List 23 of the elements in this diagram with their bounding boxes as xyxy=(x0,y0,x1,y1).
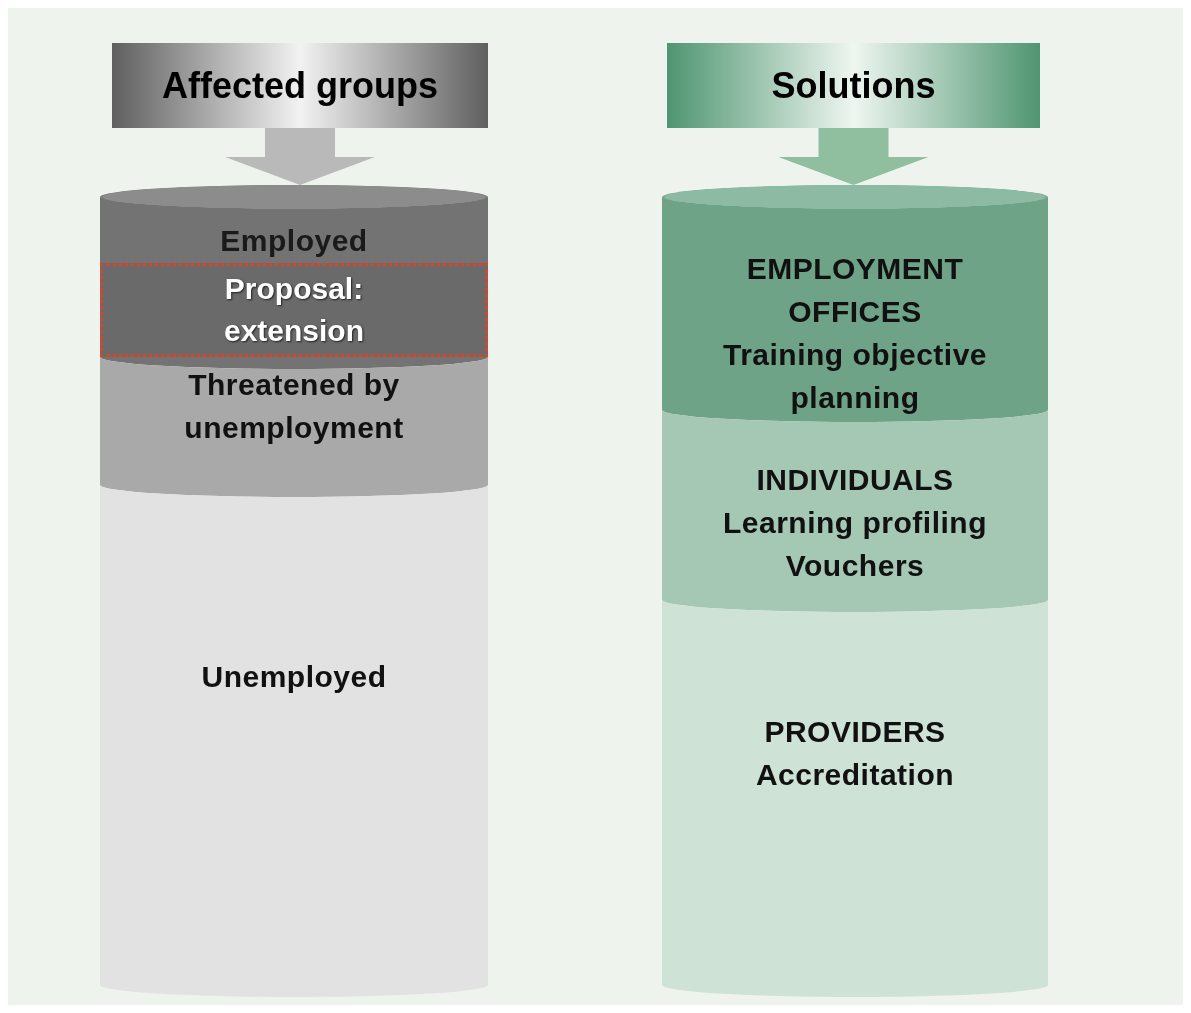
segment-text: Unemployed xyxy=(201,659,387,695)
segment-text: PROVIDERS xyxy=(764,714,946,750)
header-banner xyxy=(112,43,488,128)
segment-text: Learning profiling xyxy=(723,505,987,541)
cylinder-segment xyxy=(662,600,1048,997)
proposal-box xyxy=(100,263,488,357)
cylinder-segment xyxy=(100,185,488,369)
segment-text: INDIVIDUALS xyxy=(756,462,954,498)
proposal-text: Proposal: extension xyxy=(222,271,365,349)
segment-text: Vouchers xyxy=(785,548,925,584)
header-banner xyxy=(667,43,1040,128)
cylinder-segment xyxy=(100,357,488,497)
segment-text: EMPLOYMENT OFFICES xyxy=(745,251,965,330)
cylinder-segment xyxy=(100,485,488,997)
cylinder-segment xyxy=(662,185,1048,422)
segment-text: Threatened by unemployment xyxy=(183,367,405,446)
segment-text: Training objective planning xyxy=(721,337,989,416)
header-text: Affected groups xyxy=(162,63,438,108)
block-arrow xyxy=(225,128,375,185)
segment-text: Accreditation xyxy=(755,757,955,793)
block-arrow xyxy=(778,128,929,185)
header-text: Solutions xyxy=(771,63,936,108)
segment-text: Employed xyxy=(220,223,368,259)
